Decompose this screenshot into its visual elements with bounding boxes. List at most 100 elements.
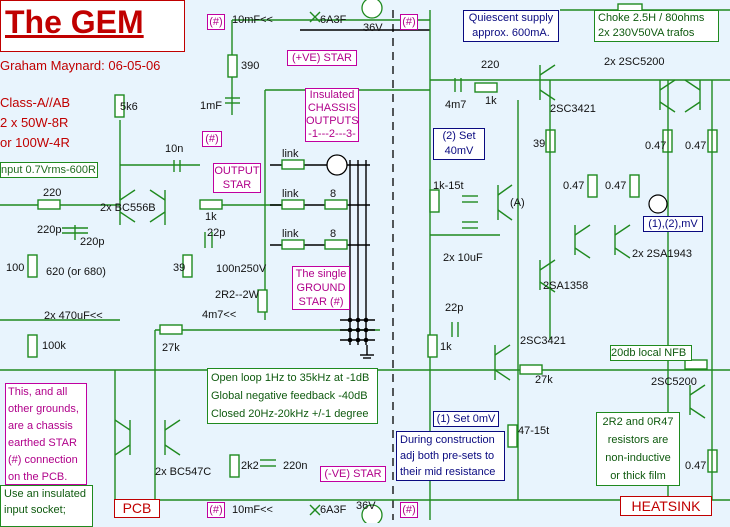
output-star-l2: STAR	[222, 179, 252, 191]
q-2sc3421-bot-label: 2SC3421	[520, 335, 566, 347]
link-label-3: link	[282, 228, 299, 240]
resistor-1k-hs	[427, 334, 438, 358]
fuse-6a3f-bottom: 6A3F	[320, 504, 347, 516]
resistor-1k-out	[199, 199, 223, 210]
grounds-note: This, and all other grounds, are a chass…	[5, 383, 87, 485]
preset-1k-15t	[429, 189, 440, 213]
chassis-line-b: CHASSIS	[307, 102, 357, 114]
resistor-5k6	[114, 94, 125, 118]
inductor-4m7-label: 4m7<<	[202, 309, 237, 321]
neg-star-label: (-VE) STAR	[320, 466, 386, 482]
ground-star-l1: The single	[295, 268, 347, 280]
res-27k-hs-label: 27k	[535, 374, 553, 386]
construction-note: During construction adj both pre-sets to…	[396, 431, 505, 481]
chassis-line-c: OUTPUTS	[306, 115, 359, 127]
link-resistor-2	[281, 199, 305, 210]
res-27k-label: 27k	[162, 342, 180, 354]
author-date: Graham Maynard: 06-05-06	[0, 58, 161, 73]
ground-star-box: The single GROUND STAR (#)	[292, 266, 350, 310]
cap-220n-label: 220n	[283, 460, 308, 472]
pcb-label: PCB	[114, 499, 160, 518]
res-100k-label: 100k	[42, 340, 66, 352]
q-2sc3421-top-label: 2SC3421	[550, 103, 596, 115]
resistor-100	[27, 254, 38, 278]
chassis-line-d: -1---2---3-	[308, 128, 356, 140]
chassis-outputs-box: Insulated CHASSIS OUTPUTS -1---2---3-	[305, 88, 359, 142]
socket-note: Use an insulated input socket;	[0, 485, 93, 527]
q-2sa1943-label: 2x 2SA1943	[632, 248, 692, 260]
resistor-39	[182, 254, 193, 278]
res-1k-hs-label: 1k	[485, 95, 497, 107]
res-2r2-label: 2R2--2W	[215, 289, 260, 301]
link-label-2: link	[282, 188, 299, 200]
resistor-047-d	[629, 174, 640, 198]
resistor-27k	[159, 324, 183, 335]
resistor-8-b	[324, 239, 348, 250]
ground-star-l2: GROUND	[296, 282, 346, 294]
q-bc556b-label: 2x BC556B	[100, 202, 156, 214]
cap-220p-a-label: 220p	[37, 224, 62, 236]
volt-36v-bottom: 36V	[356, 500, 376, 512]
star-tag-mid: (#)	[202, 131, 222, 147]
cap-10n-label: 10n	[165, 143, 184, 155]
star-tag-bottom-left: (#)	[207, 502, 225, 518]
preset-1k-15t-label: 1k-15t	[433, 180, 464, 192]
resistor-27k-hs	[519, 364, 543, 375]
cap-1mf-label: 1mF	[200, 100, 222, 112]
preset-47-15t	[507, 424, 518, 448]
cap-100n-label: 100n250V	[216, 263, 267, 275]
cap-10mf-bottom: 10mF<<	[232, 504, 273, 516]
set-40mv-box: (2) Set 40mV	[433, 128, 485, 160]
res-8-label-b: 8	[330, 228, 337, 240]
resistor-100k	[27, 334, 38, 358]
cap-4m7-label: 4m7	[445, 99, 467, 111]
title-text: The GEM	[5, 4, 144, 40]
nfb-label: 20db local NFB	[610, 345, 692, 361]
power-4r: or 100W-4R	[0, 135, 70, 150]
current-meter-symbol	[648, 194, 668, 214]
res-620-label: 620 (or 680)	[46, 266, 106, 278]
loop-specs-box: Open loop 1Hz to 35kHz at -1dB Global ne…	[207, 368, 378, 424]
heatsink-label: HEATSINK	[620, 496, 712, 516]
meter-mv-label: (1),(2),mV	[643, 216, 703, 232]
res-390-label: 390	[241, 60, 260, 72]
resistor-390	[227, 54, 238, 78]
res-39-label: 39	[173, 262, 186, 274]
resistor-220-hs	[474, 82, 498, 93]
q-bc547c-label: 2x BC547C	[155, 466, 212, 478]
resistor-8-a	[324, 199, 348, 210]
res-1k-label: 1k	[205, 211, 217, 223]
resistor-047-c	[587, 174, 598, 198]
cap-10uf-label: 2x 10uF	[443, 252, 483, 264]
resistor-note: 2R2 and 0R47 resistors are non-inductive…	[596, 412, 680, 486]
pos-star-label: (+VE) STAR	[287, 50, 357, 66]
q-2sc5200-top-label: 2x 2SC5200	[604, 56, 665, 68]
quiescent-box: Quiescent supply approx. 600mA.	[463, 10, 559, 42]
class-label: Class-A//AB	[0, 95, 71, 110]
link-resistor-1	[281, 159, 305, 170]
q-2sc5200-bot-label: 2SC5200	[651, 376, 697, 388]
res-1k-hs2-label: 1k	[440, 341, 452, 353]
res-220-hs-label: 220	[481, 59, 500, 71]
point-a-label: (A)	[510, 197, 525, 209]
choke-box: Choke 2.5H / 80ohms 2x 230V50VA trafos	[594, 10, 719, 42]
resistor-2r2	[257, 289, 268, 313]
star-tag-bottom-right: (#)	[400, 502, 418, 518]
title-box: The GEM	[0, 0, 185, 52]
res-047-c-label: 0.47	[563, 180, 585, 192]
res-5k6-label: 5k6	[120, 101, 138, 113]
res-8-label-a: 8	[330, 188, 337, 200]
output-meter-symbol	[326, 154, 348, 176]
resistor-220-in	[37, 199, 61, 210]
link-resistor-3	[281, 239, 305, 250]
input-spec-box: nput 0.7Vrms-600R	[0, 162, 98, 178]
q-2sa1358-label: 2SA1358	[543, 280, 589, 292]
star-tag-top-right: (#)	[400, 14, 418, 30]
set-0mv-box: (1) Set 0mV	[433, 411, 499, 427]
link-label-1: link	[282, 148, 299, 160]
chassis-line-a: Insulated	[309, 89, 355, 101]
bridge-bottom-symbol	[361, 504, 383, 523]
star-tag-top-left: (#)	[207, 14, 225, 30]
